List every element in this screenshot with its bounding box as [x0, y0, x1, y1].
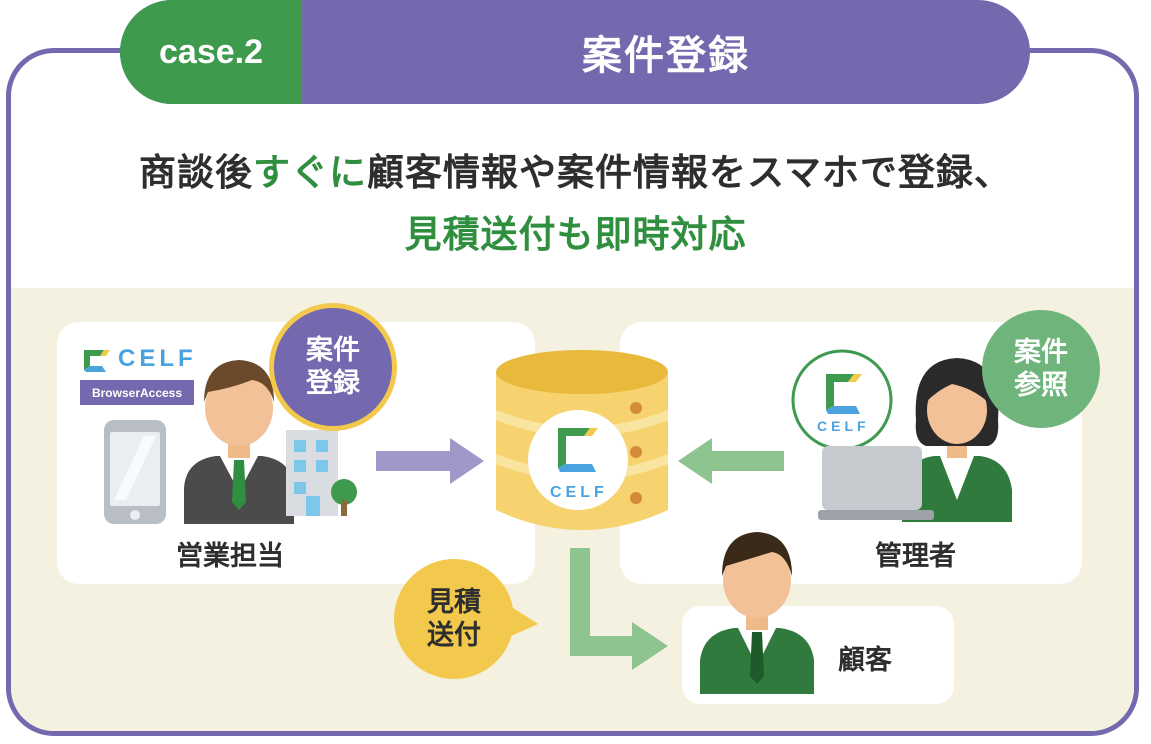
arrow-down-right-icon [570, 548, 668, 670]
register-bubble-line2: 登録 [306, 368, 360, 399]
header-title: 案件登録 [582, 33, 750, 79]
reference-bubble-line1: 案件 [1014, 337, 1068, 368]
smartphone-icon [104, 420, 166, 524]
manager-person-icon [902, 358, 1012, 522]
celf-wordmark-sales: CELF [118, 345, 197, 372]
case-label: case.2 [120, 0, 302, 104]
database-server-icon [496, 350, 668, 530]
sales-person-icon [184, 360, 294, 524]
headline-line2: 見積送付も即時対応 [404, 213, 747, 256]
quote-bubble-line2: 送付 [427, 620, 481, 651]
headline-pre: 商談後 [139, 151, 254, 194]
browser-access-badge: BrowserAccess [80, 380, 194, 405]
quote-bubble-shape [394, 559, 538, 679]
headline-post: 顧客情報や案件情報をスマホで登録、 [367, 151, 1012, 194]
building-icon [286, 430, 357, 516]
quote-bubble: 見積 送付 [394, 559, 514, 679]
client-label: 顧客 [838, 645, 892, 676]
arrow-right-icon [376, 438, 484, 484]
celf-logo-icon [84, 350, 110, 372]
headline-line1: 商談後すぐに顧客情報や案件情報をスマホで登録、 [0, 142, 1151, 196]
client-person-icon [700, 532, 814, 694]
quote-bubble-line1: 見積 [427, 587, 481, 618]
laptop-icon [818, 446, 934, 520]
arrow-left-icon [678, 438, 784, 484]
register-bubble-line1: 案件 [306, 335, 360, 366]
sales-label: 営業担当 [176, 541, 284, 572]
celf-wordmark-manager: CELF [817, 418, 870, 434]
celf-wordmark-server: CELF [550, 484, 608, 501]
reference-bubble-line2: 参照 [1014, 370, 1068, 401]
reference-bubble: 案件 参照 [982, 310, 1100, 428]
register-bubble: 案件 登録 [274, 308, 392, 426]
celf-app-circle-icon [791, 349, 893, 451]
header-tab: case.2 案件登録 [120, 0, 1030, 104]
manager-label: 管理者 [875, 541, 956, 572]
headline-emphasis: すぐに [253, 151, 368, 194]
